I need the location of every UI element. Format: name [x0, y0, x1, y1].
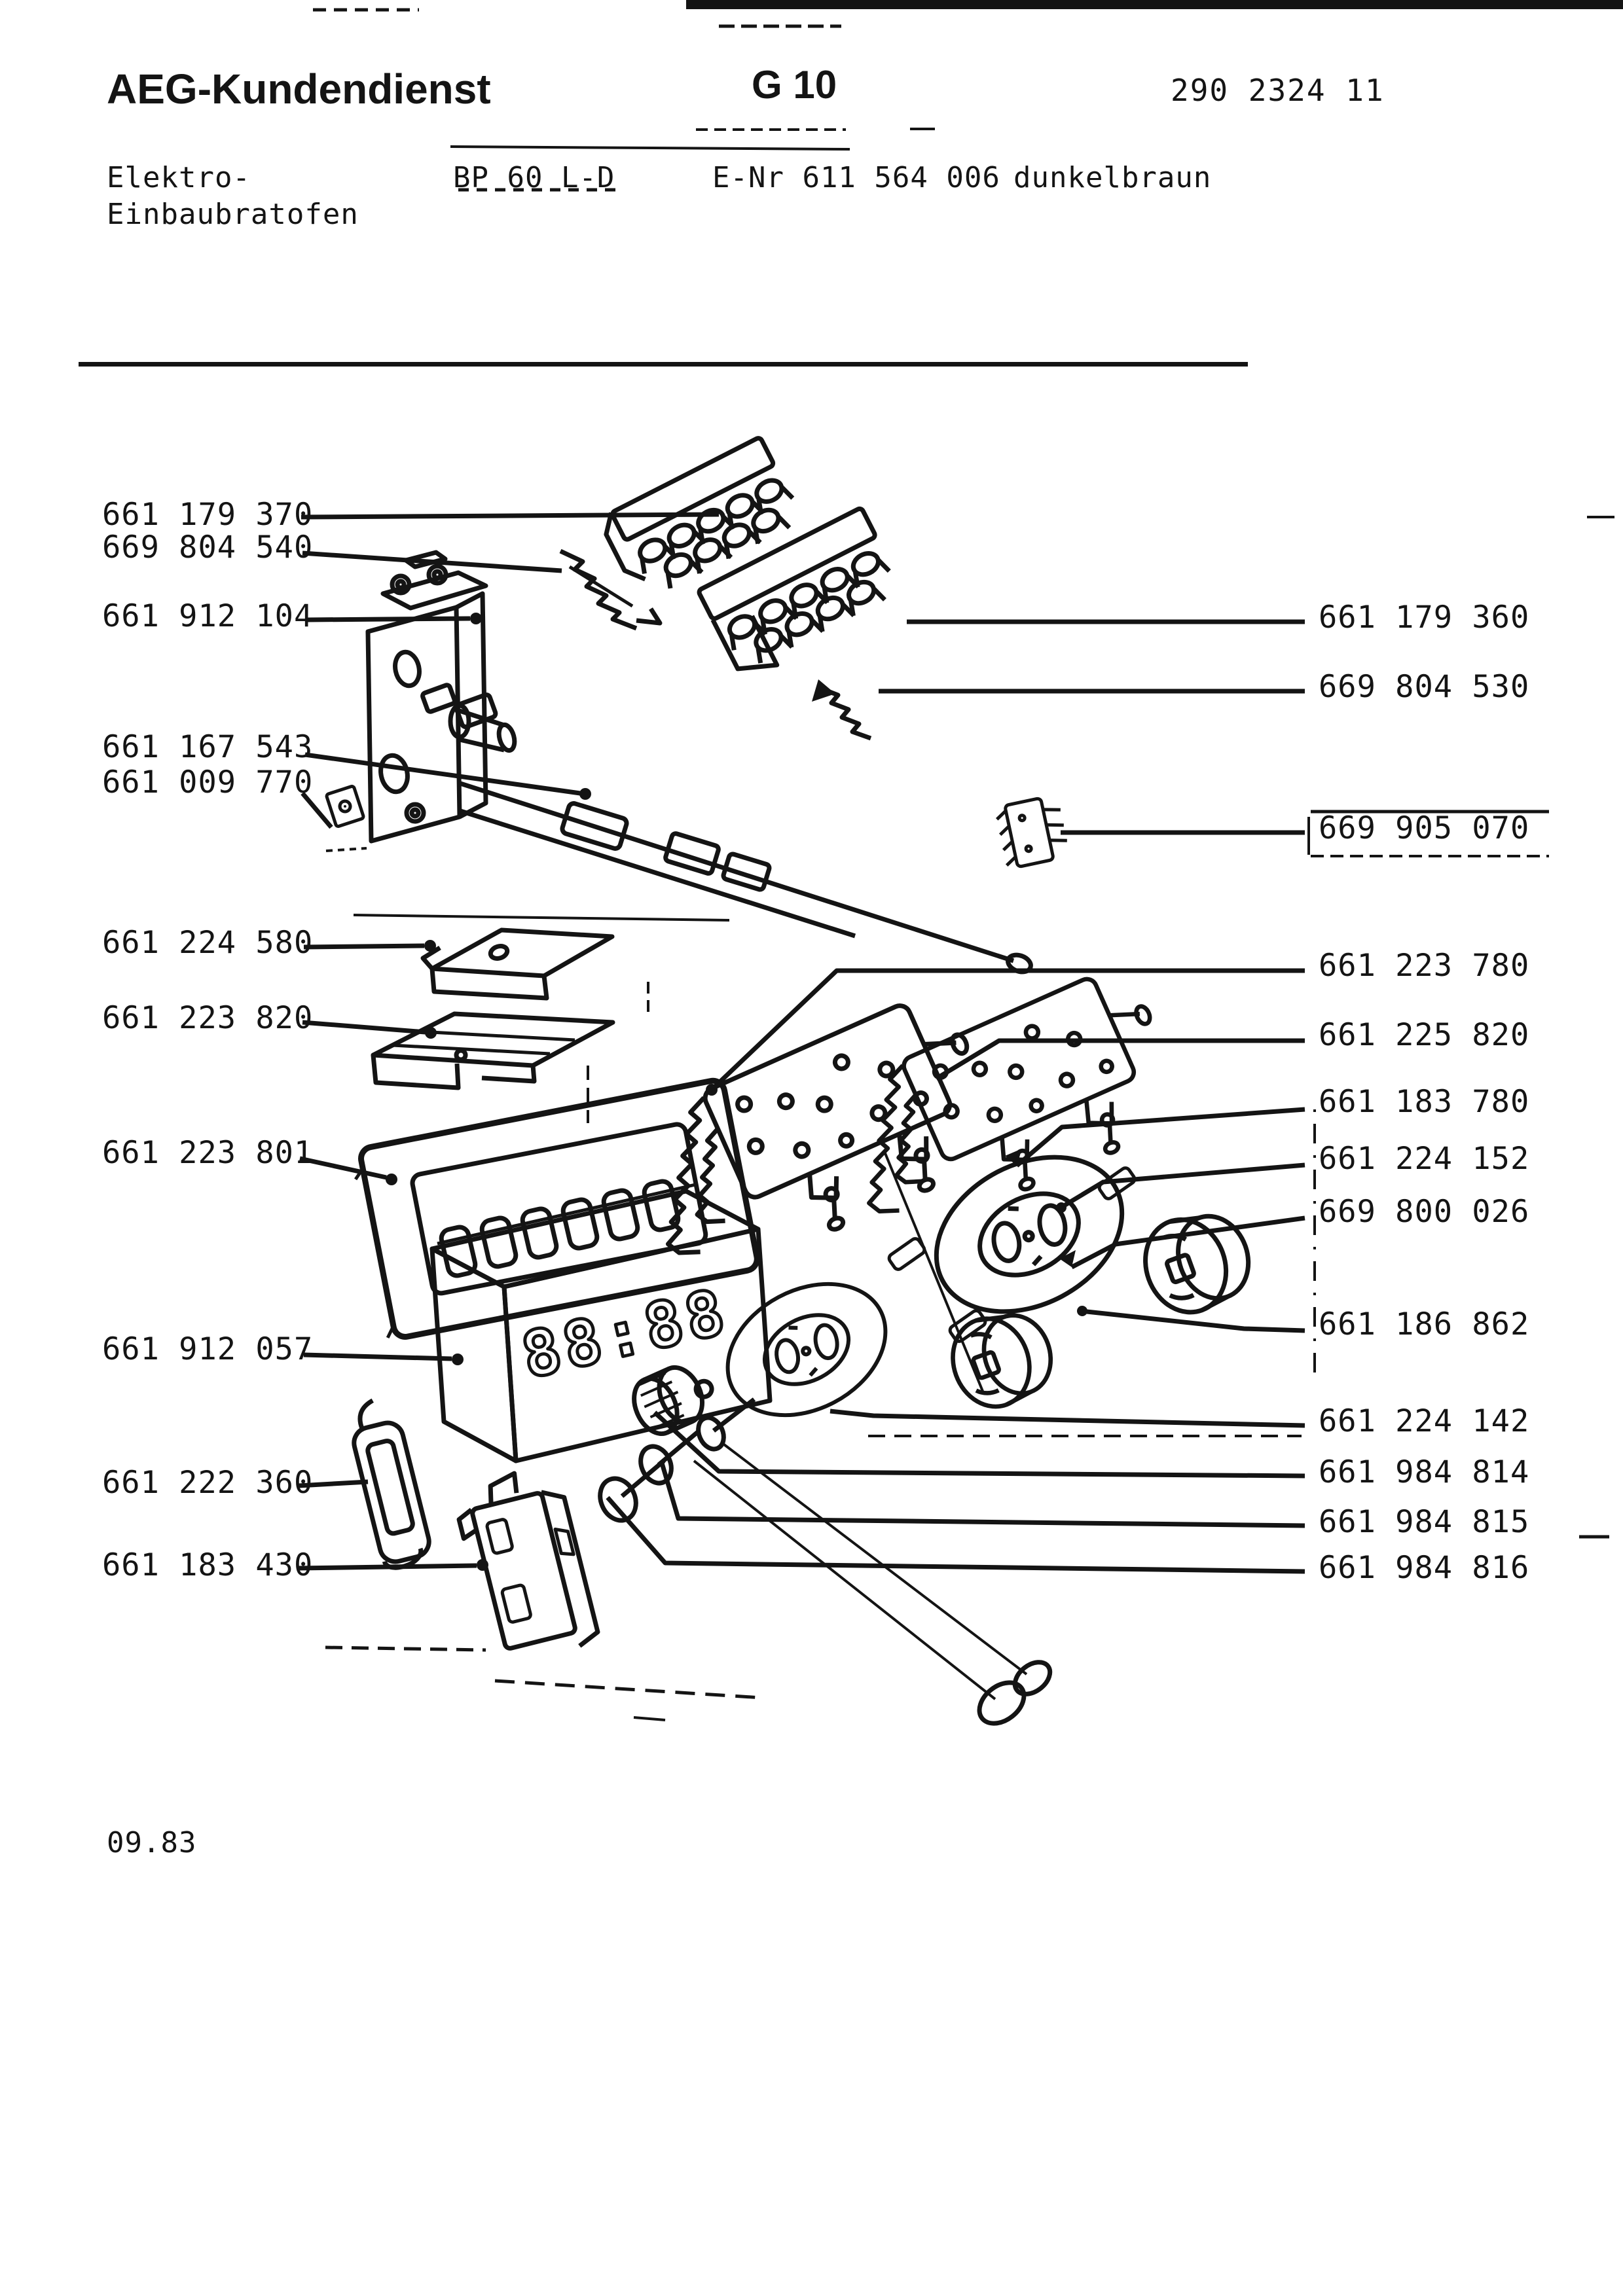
spring-clip-upper-drawing: [559, 548, 663, 631]
header-divider-rule: [79, 362, 1248, 367]
part-number-label: 661 912 104: [102, 598, 314, 634]
ridged-knob-drawing: [632, 1365, 714, 1437]
brand-title: AEG-Kundendienst: [107, 65, 491, 113]
timer-unit-drawing: 88:88: [429, 1179, 773, 1523]
square-nut-drawing: [325, 785, 365, 828]
cam-switch-bank-left-drawing: [617, 986, 1014, 1295]
spring-clip-lower-drawing: [812, 679, 872, 741]
part-number-label: 661 222 360: [102, 1465, 314, 1501]
part-number-label: 661 912 057: [102, 1331, 314, 1367]
bezel-trim-drawing: [352, 1398, 431, 1570]
part-number-label: 669 804 530: [1319, 669, 1530, 705]
connecting-rods-drawing: [420, 683, 1033, 975]
leader-lines-right: [606, 619, 1305, 1574]
part-number-label: 661 984 815: [1319, 1504, 1530, 1540]
switch-unit-drawing: [365, 550, 517, 844]
document-number: 290 2324 11: [1171, 73, 1385, 108]
page-code: G 10: [752, 63, 837, 107]
part-number-label: 661 984 814: [1319, 1454, 1530, 1490]
part-number-label: 661 183 780: [1319, 1084, 1530, 1120]
part-number-label: 669 804 540: [102, 529, 314, 565]
small-connector-drawing: [995, 797, 1067, 869]
part-number-label: 661 224 142: [1319, 1403, 1530, 1439]
color-variant: dunkelbraun: [1013, 161, 1212, 194]
date-code: 09.83: [107, 1826, 197, 1859]
product-type-line1: Elektro-: [107, 161, 251, 194]
part-number-label: 661 984 816: [1319, 1550, 1530, 1586]
display-frame-drawing: [354, 1077, 760, 1340]
terminal-block-left-drawing: [604, 436, 804, 603]
control-knob-upper-drawing: [1133, 1200, 1261, 1324]
switch-box-drawing: [456, 1471, 600, 1651]
part-number-label: 669 905 070: [1319, 810, 1530, 846]
part-number-label: 661 009 770: [102, 764, 314, 800]
e-number: E-Nr 611 564 006: [712, 161, 1000, 194]
part-number-label: 661 183 430: [102, 1547, 314, 1583]
control-knob-lower-drawing: [941, 1300, 1063, 1417]
part-number-label: 661 225 820: [1319, 1017, 1530, 1053]
scan-artifact-marks: [313, 0, 1623, 1721]
part-number-label: 661 179 370: [102, 497, 314, 533]
part-number-label: 661 167 543: [102, 729, 314, 765]
part-number-label: 661 224 580: [102, 925, 314, 961]
part-number-label: 669 800 026: [1319, 1194, 1530, 1230]
part-number-label: 661 223 780: [1319, 948, 1530, 984]
channel-bracket-drawing: [371, 1011, 615, 1090]
axis-guide-lines: [693, 1153, 1053, 1726]
terminal-block-right-drawing: [697, 506, 907, 672]
product-type-line2: Einbaubratofen: [107, 198, 359, 231]
part-number-label: 661 223 820: [102, 1000, 314, 1036]
mounting-bracket-drawing: [420, 927, 615, 1001]
part-number-label: 661 179 360: [1319, 600, 1530, 636]
part-number-label: 661 224 152: [1319, 1141, 1530, 1177]
part-number-label: 661 223 801: [102, 1135, 314, 1171]
part-number-label: 661 186 862: [1319, 1306, 1530, 1342]
